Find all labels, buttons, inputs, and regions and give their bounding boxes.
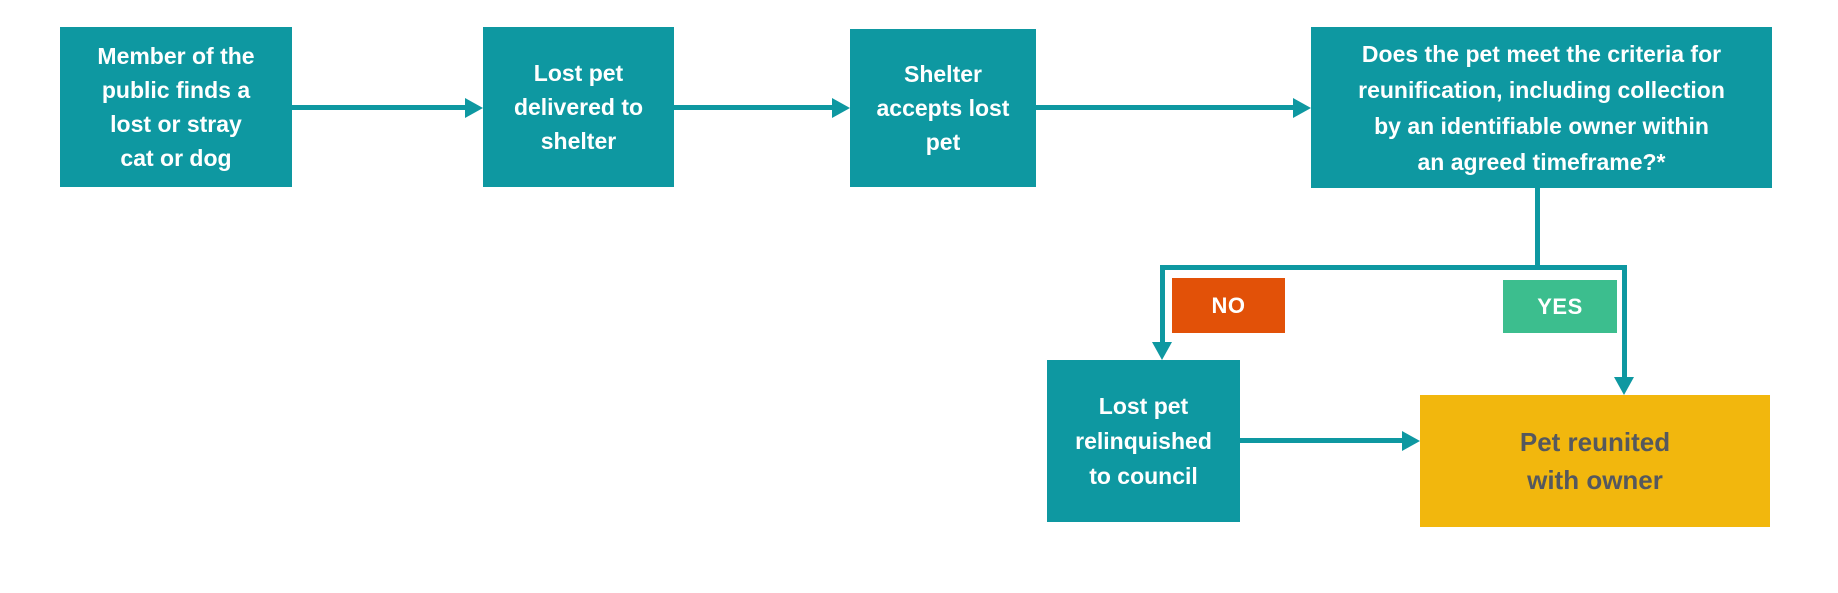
node-relinquished-to-council: Lost pet relinquished to council — [1047, 360, 1240, 522]
connector-no-branch — [1160, 265, 1165, 342]
node-shelter-accepts-pet: Shelter accepts lost pet — [850, 29, 1036, 187]
connector-council-to-reunited — [1240, 438, 1402, 443]
connector-yes-branch — [1622, 265, 1627, 377]
node-public-finds-pet-label: Member of the public finds a lost or str… — [97, 43, 255, 171]
node-public-finds-pet: Member of the public finds a lost or str… — [60, 27, 292, 187]
node-relinquished-to-council-label: Lost pet relinquished to council — [1075, 392, 1212, 489]
node-pet-delivered-to-shelter-label: Lost pet delivered to shelter — [513, 60, 644, 154]
connector-accept-to-criteria — [1036, 105, 1293, 110]
branch-badge-yes: YES — [1503, 280, 1617, 333]
arrowhead-yes-branch-icon — [1614, 377, 1634, 395]
node-pet-reunited-with-owner: Pet reunited with owner — [1420, 395, 1770, 527]
node-pet-delivered-to-shelter: Lost pet delivered to shelter — [483, 27, 674, 187]
branch-badge-no: NO — [1172, 278, 1285, 333]
connector-criteria-feeder — [1535, 188, 1540, 267]
arrowhead-council-to-reunited-icon — [1402, 431, 1420, 451]
node-reunification-criteria-decision: Does the pet meet the criteria for reuni… — [1311, 27, 1772, 188]
node-pet-reunited-with-owner-label: Pet reunited with owner — [1519, 427, 1671, 495]
connector-branch-rail — [1160, 265, 1627, 270]
arrowhead-find-to-deliver-icon — [465, 98, 483, 118]
connector-deliver-to-accept — [674, 105, 832, 110]
arrowhead-deliver-to-accept-icon — [832, 98, 850, 118]
arrowhead-accept-to-criteria-icon — [1293, 98, 1311, 118]
arrowhead-no-branch-icon — [1152, 342, 1172, 360]
node-shelter-accepts-pet-label: Shelter accepts lost pet — [876, 61, 1010, 155]
connector-find-to-deliver — [292, 105, 465, 110]
node-reunification-criteria-decision-label: Does the pet meet the criteria for reuni… — [1358, 40, 1725, 175]
